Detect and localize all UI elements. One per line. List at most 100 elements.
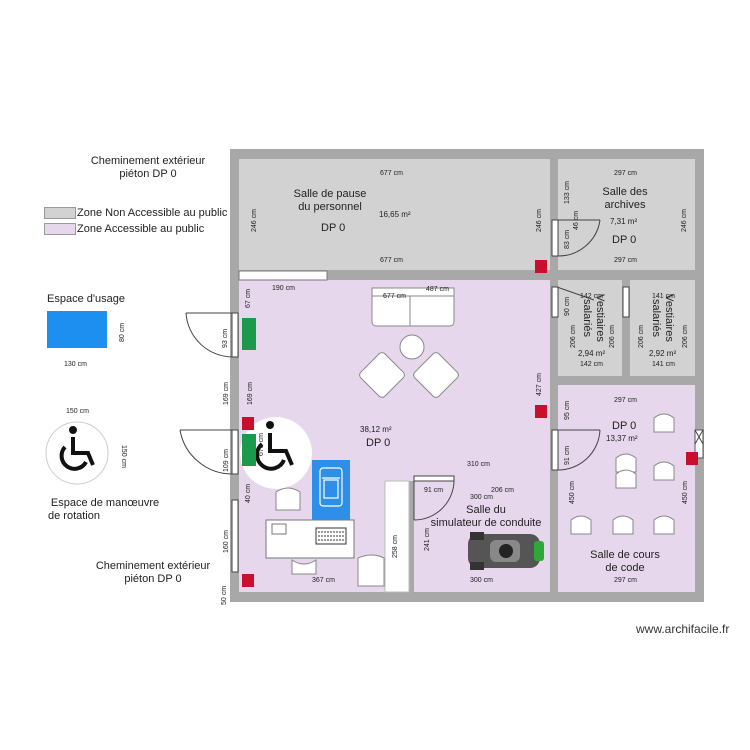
dim: 50 cm: [221, 585, 229, 606]
room-locker-2: [630, 280, 695, 376]
dim: 450 cm: [681, 481, 689, 504]
classroom-chairs: [570, 413, 675, 535]
usage-space-height: 80 cm: [119, 322, 127, 343]
sofa: [371, 287, 455, 327]
legend-swatch: [44, 222, 76, 235]
dim: 91 cm: [564, 445, 572, 466]
usage-space-rect: [47, 311, 107, 348]
dim: 206 cm: [681, 325, 689, 348]
coffee-table: [399, 334, 425, 360]
dim: 40 cm: [245, 483, 253, 504]
dim: 367 cm: [312, 577, 335, 584]
dp-archives: DP 0: [612, 234, 637, 246]
dim: 91 cm: [424, 487, 444, 494]
dim: 677 cm: [380, 170, 403, 177]
fire-extinguisher-signs: [242, 260, 698, 587]
keyboard: [315, 527, 347, 545]
dim: 450 cm: [568, 481, 576, 504]
dim: 142 cm: [580, 361, 603, 368]
wheelchair-space: [312, 460, 350, 520]
dim: 677 cm: [383, 293, 406, 300]
dim: 310 cm: [467, 461, 490, 468]
legend-label: Zone Non Accessible au public: [77, 206, 228, 219]
dim: 246 cm: [535, 209, 543, 232]
turning-space-width: 150 cm: [66, 408, 89, 415]
room-locker-1: [558, 280, 622, 376]
dim: 246 cm: [680, 209, 688, 232]
area-staff-break: 16,65 m²: [379, 210, 411, 219]
legend-swatch: [44, 206, 76, 219]
dp-classroom: DP 0: [612, 420, 637, 432]
usage-space-width: 130 cm: [64, 361, 87, 368]
dim: 169 cm: [222, 382, 230, 405]
watermark: www.archifacile.fr: [636, 622, 730, 636]
area-archives: 7,31 m²: [610, 217, 638, 226]
dim: 241 cm: [423, 528, 431, 551]
dim: 141 cm: [652, 293, 675, 300]
legend-label: Zone Accessible au public: [77, 222, 205, 235]
monitor: [271, 523, 287, 535]
area-main-hall: 38,12 m²: [360, 425, 392, 434]
usage-space-title: Espace d'usage: [47, 293, 125, 305]
dim: 487 cm: [426, 286, 449, 293]
dim: 46 cm: [573, 210, 581, 231]
counter: [238, 270, 328, 281]
dim: 160 cm: [222, 530, 230, 553]
doors: [179, 219, 704, 573]
legend-item-public: Zone Accessible au public: [44, 222, 205, 235]
room-staff-break: [239, 159, 550, 270]
dim: 90 cm: [564, 296, 572, 317]
dim: 258 cm: [391, 535, 399, 558]
dim: 297 cm: [614, 170, 637, 177]
chair-desk: [275, 487, 301, 511]
dim: 141 cm: [652, 361, 675, 368]
turning-space-height: 150 cm: [119, 445, 127, 468]
dim: 133 cm: [563, 181, 571, 204]
dim: 169 cm: [246, 382, 254, 405]
room-archives: [558, 159, 695, 270]
chair-corner: [357, 554, 385, 587]
emergency-exit-signs: [242, 318, 256, 466]
dim: 678 cm: [257, 433, 265, 456]
storage-block: [384, 480, 410, 593]
dim: 246 cm: [250, 209, 258, 232]
armchairs: [359, 352, 459, 398]
simulator-vehicle-icon: [468, 532, 544, 570]
area-classroom: 13,37 m²: [606, 434, 638, 443]
dim: 300 cm: [470, 494, 493, 501]
dim: 297 cm: [614, 257, 637, 264]
dim: 142 cm: [580, 293, 603, 300]
dp-main-hall: DP 0: [366, 437, 391, 449]
dim: 297 cm: [614, 397, 637, 404]
dim: 427 cm: [535, 373, 543, 396]
dim: 206 cm: [491, 487, 514, 494]
dim: 206 cm: [569, 325, 577, 348]
dim: 206 cm: [608, 325, 616, 348]
dim: 297 cm: [614, 577, 637, 584]
turning-space-icon: [59, 426, 95, 471]
chair-visitor: [291, 559, 317, 575]
dim: 93 cm: [222, 328, 230, 349]
dim: 83 cm: [564, 229, 572, 250]
dim: 190 cm: [272, 285, 295, 292]
dim: 95 cm: [564, 400, 572, 421]
dim: 109 cm: [222, 449, 230, 472]
accessibility-icon: [255, 421, 294, 471]
dim: 206 cm: [637, 325, 645, 348]
dim: 67 cm: [245, 288, 253, 309]
dp-staff-break: DP 0: [321, 222, 346, 234]
dim: 300 cm: [470, 577, 493, 584]
area-locker-1: 2,94 m²: [578, 349, 606, 358]
legend-item-non-public: Zone Non Accessible au public: [44, 206, 228, 219]
dim: 677 cm: [380, 257, 403, 264]
area-locker-2: 2,92 m²: [649, 349, 677, 358]
wheelchair-icon: [319, 467, 343, 507]
